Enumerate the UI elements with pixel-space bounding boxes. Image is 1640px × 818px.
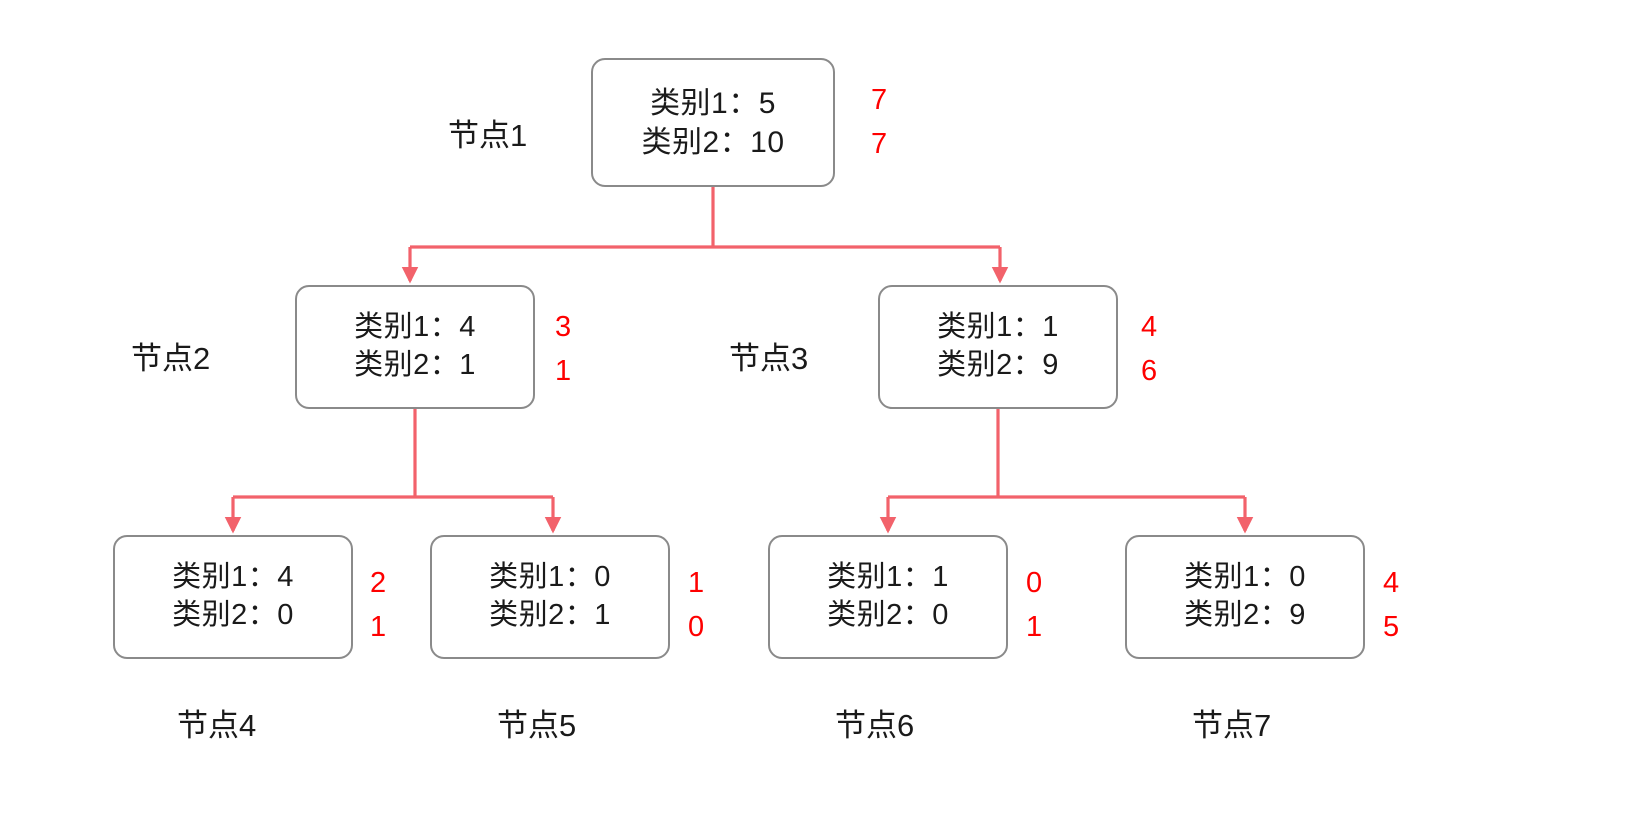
node5-class2-count: 类别2：1 <box>489 599 611 631</box>
tree-node-node6[interactable]: 类别1：1 类别2：0 <box>768 535 1008 659</box>
edge-node1-children <box>401 187 1009 284</box>
node6-class1-count: 类别1：1 <box>827 561 949 594</box>
tree-node-node7[interactable]: 类别1：0 类别2：9 <box>1125 535 1365 659</box>
tree-node-label-node3: 节点3 <box>729 341 809 376</box>
tree-node-annotation-node1-top: 7 <box>871 84 888 116</box>
tree-node-annotation-node2-bottom: 1 <box>555 355 572 387</box>
node6-class2-count: 类别2：0 <box>827 599 949 631</box>
edge-node2-children <box>224 409 562 534</box>
tree-node-label-node4: 节点4 <box>177 708 257 743</box>
tree-node-label-node5: 节点5 <box>497 708 577 743</box>
node3-class1-count: 类别1：1 <box>937 311 1059 344</box>
tree-node-annotation-node5-bottom: 0 <box>688 611 705 643</box>
node4-class2-count: 类别2：0 <box>172 599 294 631</box>
node3-class2-count: 类别2：9 <box>937 349 1059 381</box>
node1-class2-count: 类别2：10 <box>641 125 785 159</box>
tree-node-node1[interactable]: 类别1：5 类别2：10 <box>591 58 835 187</box>
tree-node-label-node1: 节点1 <box>448 118 528 153</box>
tree-node-annotation-node7-bottom: 5 <box>1383 611 1400 643</box>
tree-node-annotation-node7-top: 4 <box>1383 567 1400 599</box>
tree-node-node2[interactable]: 类别1：4 类别2：1 <box>295 285 535 409</box>
tree-node-node4[interactable]: 类别1：4 类别2：0 <box>113 535 353 659</box>
tree-node-annotation-node3-bottom: 6 <box>1141 355 1158 387</box>
node7-class1-count: 类别1：0 <box>1184 561 1306 594</box>
tree-node-label-node7: 节点7 <box>1192 708 1272 743</box>
edge-node3-children <box>879 409 1254 534</box>
node1-class1-count: 类别1：5 <box>650 86 776 120</box>
tree-node-annotation-node6-bottom: 1 <box>1026 611 1043 643</box>
tree-node-node5[interactable]: 类别1：0 类别2：1 <box>430 535 670 659</box>
tree-node-label-node6: 节点6 <box>835 708 915 743</box>
node5-class1-count: 类别1：0 <box>489 561 611 594</box>
tree-node-annotation-node6-top: 0 <box>1026 567 1043 599</box>
tree-node-annotation-node1-bottom: 7 <box>871 128 888 160</box>
node2-class1-count: 类别1：4 <box>354 311 476 344</box>
tree-node-label-node2: 节点2 <box>131 341 211 376</box>
tree-node-annotation-node3-top: 4 <box>1141 311 1158 343</box>
tree-node-annotation-node4-top: 2 <box>370 567 387 599</box>
tree-node-node3[interactable]: 类别1：1 类别2：9 <box>878 285 1118 409</box>
tree-node-annotation-node4-bottom: 1 <box>370 611 387 643</box>
node4-class1-count: 类别1：4 <box>172 561 294 594</box>
node7-class2-count: 类别2：9 <box>1184 599 1306 631</box>
tree-node-annotation-node5-top: 1 <box>688 567 705 599</box>
tree-node-annotation-node2-top: 3 <box>555 311 572 343</box>
node2-class2-count: 类别2：1 <box>354 349 476 381</box>
